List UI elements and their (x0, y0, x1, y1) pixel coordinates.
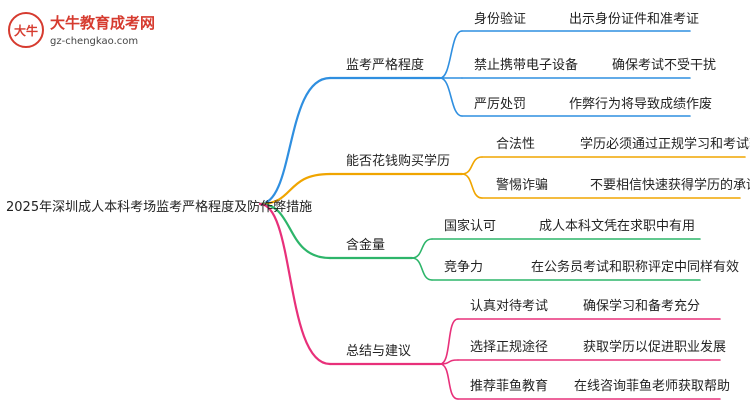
branch-leaf-link (439, 77, 463, 117)
branch-label: 总结与建议 (346, 344, 411, 359)
leaf-detail: 获取学历以促进职业发展 (583, 339, 726, 355)
leaf-label: 严厉处罚 (474, 97, 526, 112)
branch-3: 含金量 国家认可 成人本科文凭在求职中有用 竞争力 在公务员考试和职称评定中同样… (346, 218, 739, 275)
leaf-detail: 作弊行为将导致成绩作废 (569, 96, 712, 112)
leaf-detail: 学历必须通过正规学习和考试获取 (580, 136, 750, 152)
logo-emblem (8, 12, 44, 48)
root-branch-link (258, 172, 332, 206)
leaf-label: 推荐菲鱼教育 (470, 378, 548, 394)
logo-title: 大牛教育成考网 (50, 14, 155, 32)
leaf-detail: 在线咨询菲鱼老师获取帮助 (574, 378, 730, 394)
leaf-detail: 确保学习和备考充分 (583, 298, 700, 314)
leaf-label: 竞争力 (444, 259, 483, 275)
branch-4: 总结与建议 认真对待考试 确保学习和备考充分 选择正规途径 获取学历以促进职业发… (346, 298, 730, 394)
logo-mark: 大牛 (14, 23, 38, 38)
branch-2: 能否花钱购买学历 合法性 学历必须通过正规学习和考试获取 警惕诈骗 不要相信快速… (346, 136, 750, 193)
root-topic: 2025年深圳成人本科考场监考严格程度及防作弊措施 (6, 199, 312, 215)
logo-url: gz-chengkao.com (50, 36, 138, 47)
root-branch-link (258, 76, 332, 206)
leaf-label: 选择正规途径 (470, 339, 548, 355)
branch-leaf-link (411, 238, 433, 259)
leaf-detail: 出示身份证件和准考证 (569, 11, 699, 27)
leaf-detail: 成人本科文凭在求职中有用 (539, 219, 695, 234)
branch-label: 含金量 (346, 237, 385, 253)
site-logo: 大牛 大牛教育成考网 gz-chengkao.com (6, 8, 166, 54)
branch-leaf-link (439, 318, 459, 365)
leaf-detail: 不要相信快速获得学历的承诺 (590, 177, 750, 193)
root-branch-link (258, 202, 332, 260)
branch-leaf-link (461, 156, 483, 175)
leaf-label: 认真对待考试 (470, 299, 548, 314)
leaf-label: 禁止携带电子设备 (474, 57, 578, 73)
leaf-detail: 在公务员考试和职称评定中同样有效 (531, 259, 739, 275)
branch-1: 监考严格程度 身份验证 出示身份证件和准考证 禁止携带电子设备 确保考试不受干扰… (346, 11, 716, 112)
leaf-label: 身份验证 (474, 11, 526, 27)
branch-leaf-link (461, 173, 483, 199)
leaf-label: 合法性 (496, 137, 535, 152)
leaf-label: 国家认可 (444, 218, 496, 234)
branch-leaf-link (439, 363, 459, 400)
leaf-detail: 确保考试不受干扰 (612, 58, 716, 73)
branch-leaf-link (411, 257, 433, 281)
branch-label: 能否花钱购买学历 (346, 153, 450, 169)
leaf-label: 警惕诈骗 (496, 177, 548, 193)
branch-label: 监考严格程度 (346, 57, 424, 73)
connector-lines (258, 30, 746, 400)
root-branch-link (258, 202, 332, 366)
branch-leaf-link (439, 30, 463, 79)
